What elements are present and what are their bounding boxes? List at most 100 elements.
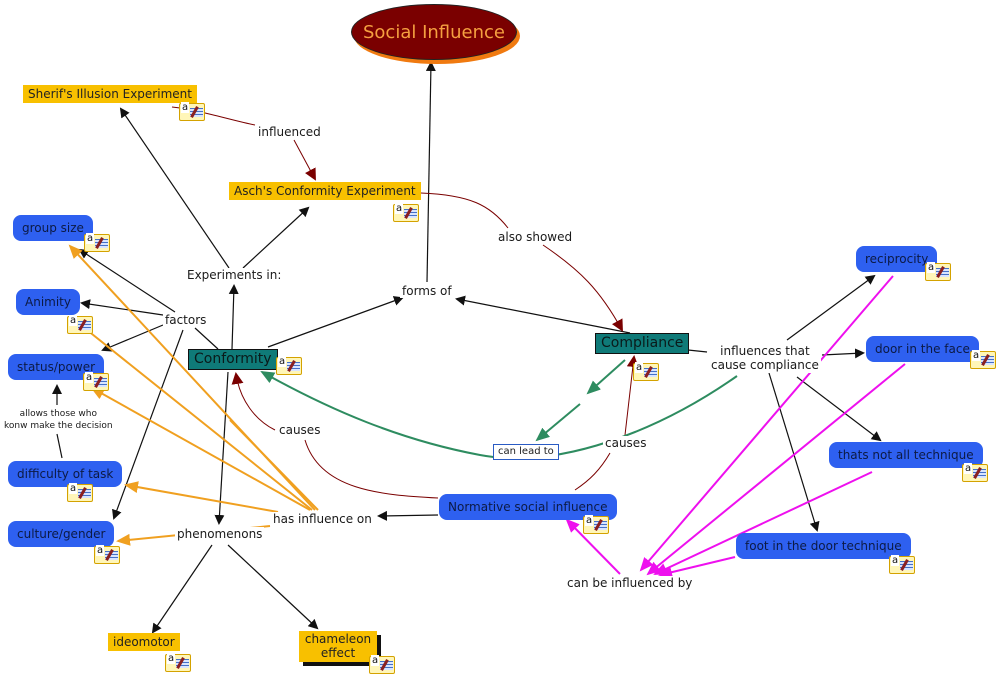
- annotation-note-icon[interactable]: [179, 102, 205, 121]
- concept-label: reciprocity: [865, 252, 929, 266]
- concept-animity[interactable]: Animity: [16, 289, 80, 316]
- link-experiments-in[interactable]: Experiments in:: [185, 268, 284, 283]
- concept-door-in-the-face[interactable]: door in the face: [866, 336, 979, 363]
- concept-label: ideomotor: [113, 635, 175, 649]
- edge-influences-to-foot: [768, 372, 820, 532]
- annotation-note-icon[interactable]: [94, 545, 120, 564]
- concept-label: Animity: [25, 295, 71, 309]
- concept-label: door in the face: [875, 342, 970, 356]
- root-label: Social Influence: [362, 21, 505, 43]
- concept-thats-not-all-technique[interactable]: thats not all technique: [829, 442, 983, 469]
- edge-factors-to-animity: [80, 299, 164, 316]
- annotation-note-icon[interactable]: [165, 653, 191, 672]
- concept-label: foot in the door technique: [745, 539, 902, 553]
- link-forms-of[interactable]: forms of: [400, 284, 454, 299]
- root-concept-social-influence[interactable]: Social Influence: [351, 4, 517, 60]
- link-factors[interactable]: factors: [163, 313, 209, 328]
- concept-chameleon[interactable]: chameleon effect: [299, 631, 377, 662]
- edge-experiments-to-asch: [242, 206, 310, 269]
- edge-forms-to-root: [425, 61, 436, 283]
- link-causes-left[interactable]: causes: [277, 423, 323, 438]
- edge-canleadto-green: [535, 403, 581, 442]
- edge-causes-to-conformity: [231, 372, 276, 431]
- edge-conformity-to-experiments: [228, 284, 239, 350]
- concept-label: status/power: [17, 360, 96, 374]
- edge-conformity-to-forms: [267, 296, 404, 348]
- concept-label: culture/gender: [17, 527, 106, 541]
- concept-asch[interactable]: Asch's Conformity Experiment: [229, 182, 421, 201]
- annotation-note-icon[interactable]: [962, 463, 988, 482]
- edge-alsoshowed-to-compliance: [542, 244, 623, 332]
- annotation-note-icon[interactable]: [583, 515, 609, 534]
- link-label-line2: konw make the decision: [4, 421, 113, 432]
- link-label-line1: allows those who: [19, 409, 97, 419]
- link-phenomenons[interactable]: phenomenons: [175, 527, 265, 542]
- link-label-line2: cause compliance: [711, 358, 819, 373]
- edge-normative-to-causes-left: [304, 439, 439, 499]
- link-influences-that-cause-compliance[interactable]: influences that cause compliance: [709, 344, 821, 373]
- link-label: has influence on: [273, 512, 372, 526]
- edge-conformity-to-factors: [194, 327, 219, 350]
- annotation-note-icon[interactable]: [84, 233, 110, 252]
- edge-factors-to-groupsize: [78, 248, 176, 313]
- link-label: factors: [165, 313, 207, 327]
- edge-normative-to-causes-right: [574, 452, 611, 491]
- concept-reciprocity[interactable]: reciprocity: [856, 246, 938, 273]
- concept-foot-in-the-door-technique[interactable]: foot in the door technique: [736, 533, 911, 560]
- concept-label: group size: [22, 221, 84, 235]
- link-allows-those-who-know[interactable]: allows those who konw make the decision: [2, 408, 115, 433]
- annotation-note-icon[interactable]: [393, 203, 419, 222]
- edge-foot-to-canbeinfluenced: [658, 556, 736, 579]
- edge-phenomenons-to-chameleon: [227, 544, 319, 630]
- link-label: causes: [279, 423, 321, 437]
- annotation-note-icon[interactable]: [67, 483, 93, 502]
- link-causes-right[interactable]: causes: [603, 436, 649, 451]
- edge-asch-to-alsoshowed: [420, 192, 509, 229]
- concept-sherif[interactable]: Sherif's Illusion Experiment: [23, 85, 197, 104]
- link-label-line1: influences that: [720, 344, 810, 358]
- edge-hasinfluence-to-animity: [86, 329, 313, 511]
- link-influenced[interactable]: influenced: [256, 125, 323, 140]
- concept-group-size[interactable]: group size: [13, 215, 93, 242]
- concept-conformity[interactable]: Conformity: [188, 349, 278, 370]
- edge-doorface-to-canbeinfluenced: [646, 363, 906, 576]
- edge-compliance-to-forms: [455, 295, 631, 334]
- annotation-note-icon[interactable]: [83, 372, 109, 391]
- link-label: Experiments in:: [187, 268, 282, 282]
- concept-culture-gender[interactable]: culture/gender: [8, 521, 115, 548]
- concept-compliance[interactable]: Compliance: [595, 333, 690, 354]
- edge-hasinfluence-to-status: [90, 387, 311, 511]
- concept-status-power[interactable]: status/power: [8, 354, 105, 381]
- edge-compliance-to-canleadto: [586, 359, 626, 395]
- link-can-lead-to[interactable]: can lead to: [493, 444, 559, 460]
- annotation-note-icon[interactable]: [369, 655, 395, 674]
- link-label: forms of: [402, 284, 452, 298]
- concept-label: Asch's Conformity Experiment: [234, 184, 416, 198]
- annotation-note-icon[interactable]: [67, 315, 93, 334]
- concept-label: Compliance: [601, 335, 684, 351]
- concept-difficulty-of-task[interactable]: difficulty of task: [8, 461, 123, 488]
- edge-difficulty-allows: [56, 433, 63, 459]
- link-can-be-influenced-by[interactable]: can be influenced by: [565, 576, 695, 591]
- annotation-note-icon[interactable]: [889, 555, 915, 574]
- edge-influenced-to-asch: [293, 139, 316, 181]
- link-label: can lead to: [498, 446, 554, 457]
- link-also-showed[interactable]: also showed: [496, 230, 575, 245]
- edge-reciprocity-to-canbeinfluenced: [639, 275, 894, 572]
- link-has-influence-on[interactable]: has influence on: [271, 512, 374, 527]
- edge-influences-to-notall: [796, 376, 882, 442]
- annotation-note-icon[interactable]: [970, 350, 996, 369]
- annotation-note-icon[interactable]: [925, 262, 951, 281]
- edge-compliance-to-influences: [687, 349, 708, 353]
- edge-influences-to-doorface: [821, 348, 865, 359]
- concept-label: difficulty of task: [17, 467, 114, 481]
- edge-influences-to-conformity-green: [260, 371, 738, 460]
- concept-label: thats not all technique: [838, 448, 974, 462]
- edge-phenomenons-to-ideomotor: [151, 544, 213, 634]
- concept-ideomotor[interactable]: ideomotor: [108, 633, 180, 652]
- edge-hasinfluence-to-difficulty: [124, 481, 279, 513]
- link-label: influenced: [258, 125, 321, 139]
- edge-experiments-to-sherif: [119, 107, 230, 269]
- annotation-note-icon[interactable]: [276, 356, 302, 375]
- annotation-note-icon[interactable]: [633, 362, 659, 381]
